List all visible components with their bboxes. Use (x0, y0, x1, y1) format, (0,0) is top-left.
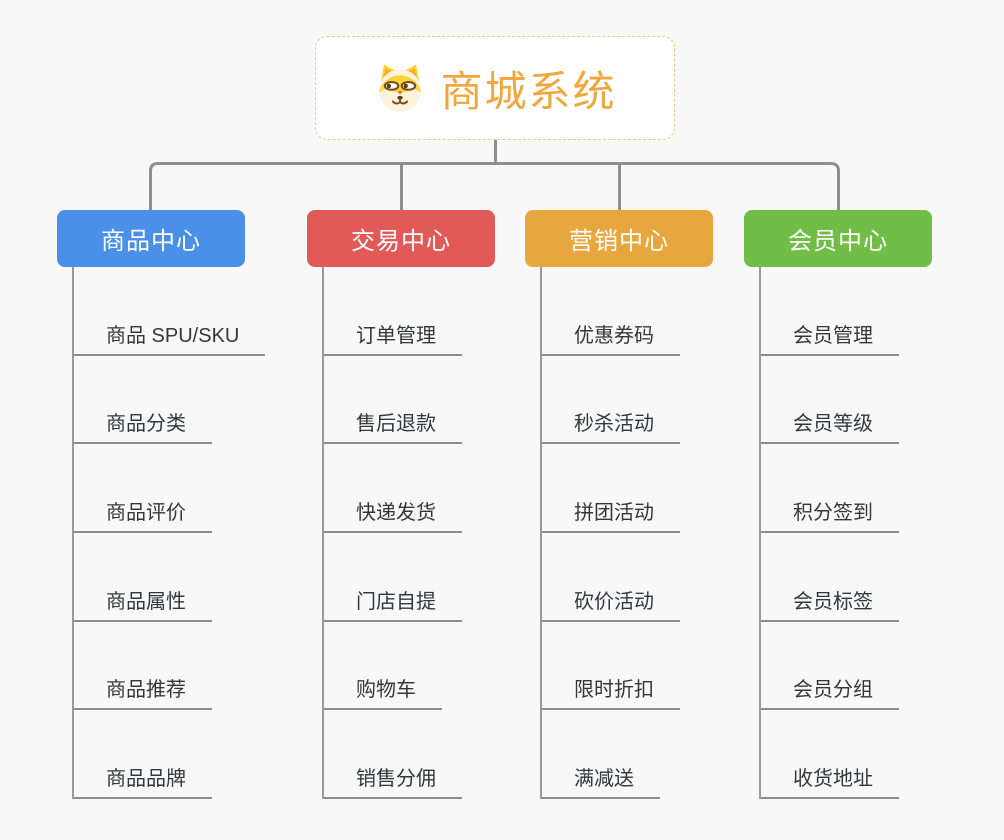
child-topic-label: 商品分类 (72, 407, 212, 445)
child-topic[interactable]: 商品 SPU/SKU (72, 267, 266, 356)
branch-children: 商品 SPU/SKU 商品分类 商品评价 商品属性 商品推荐 商品品牌 (72, 267, 266, 800)
child-topic[interactable]: 商品评价 (72, 444, 265, 534)
child-topic-label: 收货地址 (759, 762, 899, 800)
child-topic[interactable]: 秒杀活动 (540, 356, 713, 445)
branch-children: 优惠券码 秒杀活动 拼团活动 砍价活动 限时折扣 满减送 (540, 267, 713, 800)
child-topic-label: 商品品牌 (72, 762, 212, 800)
branch: 商品中心 商品 SPU/SKU 商品分类 商品评价 商品属性 商品推荐 商品品牌 (57, 210, 266, 800)
dog-icon (379, 64, 422, 112)
child-topic-label: 会员管理 (759, 319, 899, 356)
child-topic[interactable]: 限时折扣 (540, 622, 713, 711)
child-topic-label: 秒杀活动 (540, 407, 680, 445)
child-topic-label: 会员分组 (759, 673, 899, 711)
child-topic-label: 限时折扣 (540, 673, 680, 711)
branch-rail-line (149, 162, 840, 210)
child-topic[interactable]: 商品推荐 (72, 622, 265, 711)
child-topic-label: 门店自提 (322, 585, 462, 622)
child-topic-label: 商品评价 (72, 496, 212, 534)
branch-children: 订单管理 售后退款 快递发货 门店自提 购物车 销售分佣 (322, 267, 495, 800)
child-topic[interactable]: 售后退款 (322, 356, 495, 445)
child-topic[interactable]: 订单管理 (322, 267, 495, 356)
child-topic-label: 商品属性 (72, 585, 212, 622)
root-node[interactable]: 商城系统 (315, 36, 675, 140)
branch-label: 会员中心 (788, 228, 888, 255)
child-topic-label: 快递发货 (322, 496, 462, 534)
child-topic-label: 拼团活动 (540, 496, 680, 534)
branch-label: 交易中心 (351, 228, 451, 255)
child-topic[interactable]: 满减送 (540, 710, 713, 800)
branch: 营销中心 优惠券码 秒杀活动 拼团活动 砍价活动 限时折扣 满减送 (525, 210, 713, 800)
child-topic-label: 销售分佣 (322, 762, 462, 800)
child-topic[interactable]: 快递发货 (322, 444, 495, 534)
child-topic[interactable]: 砍价活动 (540, 533, 713, 622)
child-topic[interactable]: 门店自提 (322, 533, 495, 622)
child-topic-label: 砍价活动 (540, 585, 680, 622)
root-title: 商城系统 (440, 67, 617, 115)
child-topic-label: 商品推荐 (72, 673, 212, 711)
branch: 交易中心 订单管理 售后退款 快递发货 门店自提 购物车 销售分佣 (307, 210, 495, 800)
child-topic-label: 满减送 (540, 762, 660, 800)
child-topic-label: 商品 SPU/SKU (72, 319, 266, 356)
child-topic-label: 售后退款 (322, 407, 462, 445)
child-topic[interactable]: 商品属性 (72, 533, 265, 622)
child-topic[interactable]: 优惠券码 (540, 267, 713, 356)
child-topic-label: 会员标签 (759, 585, 899, 622)
child-topic-label: 购物车 (322, 673, 442, 711)
child-topic[interactable]: 积分签到 (759, 444, 932, 534)
child-topic[interactable]: 销售分佣 (322, 710, 495, 800)
child-topic[interactable]: 会员管理 (759, 267, 932, 356)
branch-connector-line (759, 267, 761, 799)
branch-label: 营销中心 (569, 228, 669, 255)
child-topic[interactable]: 商品品牌 (72, 710, 265, 800)
child-topic[interactable]: 会员分组 (759, 622, 932, 711)
branch-children: 会员管理 会员等级 积分签到 会员标签 会员分组 收货地址 (759, 267, 932, 800)
branch-connector-line (322, 267, 324, 799)
child-topic-label: 优惠券码 (540, 319, 680, 356)
child-topic-label: 订单管理 (322, 319, 462, 356)
child-topic[interactable]: 收货地址 (759, 710, 932, 800)
child-topic[interactable]: 会员等级 (759, 356, 932, 445)
branch-node-1[interactable]: 商品中心 (57, 210, 245, 267)
child-topic[interactable]: 商品分类 (72, 356, 265, 445)
branch-connector-line (540, 267, 542, 799)
child-topic-label: 积分签到 (759, 496, 899, 534)
branch-node-2[interactable]: 交易中心 (307, 210, 495, 267)
child-topic-label: 会员等级 (759, 407, 899, 445)
child-topic[interactable]: 会员标签 (759, 533, 932, 622)
child-topic[interactable]: 拼团活动 (540, 444, 713, 534)
branch-node-4[interactable]: 会员中心 (744, 210, 932, 267)
branch: 会员中心 会员管理 会员等级 积分签到 会员标签 会员分组 收货地址 (744, 210, 932, 800)
branch-connector-line (72, 267, 74, 799)
branch-node-3[interactable]: 营销中心 (525, 210, 713, 267)
child-topic[interactable]: 购物车 (322, 622, 495, 711)
branch-label: 商品中心 (101, 228, 201, 255)
